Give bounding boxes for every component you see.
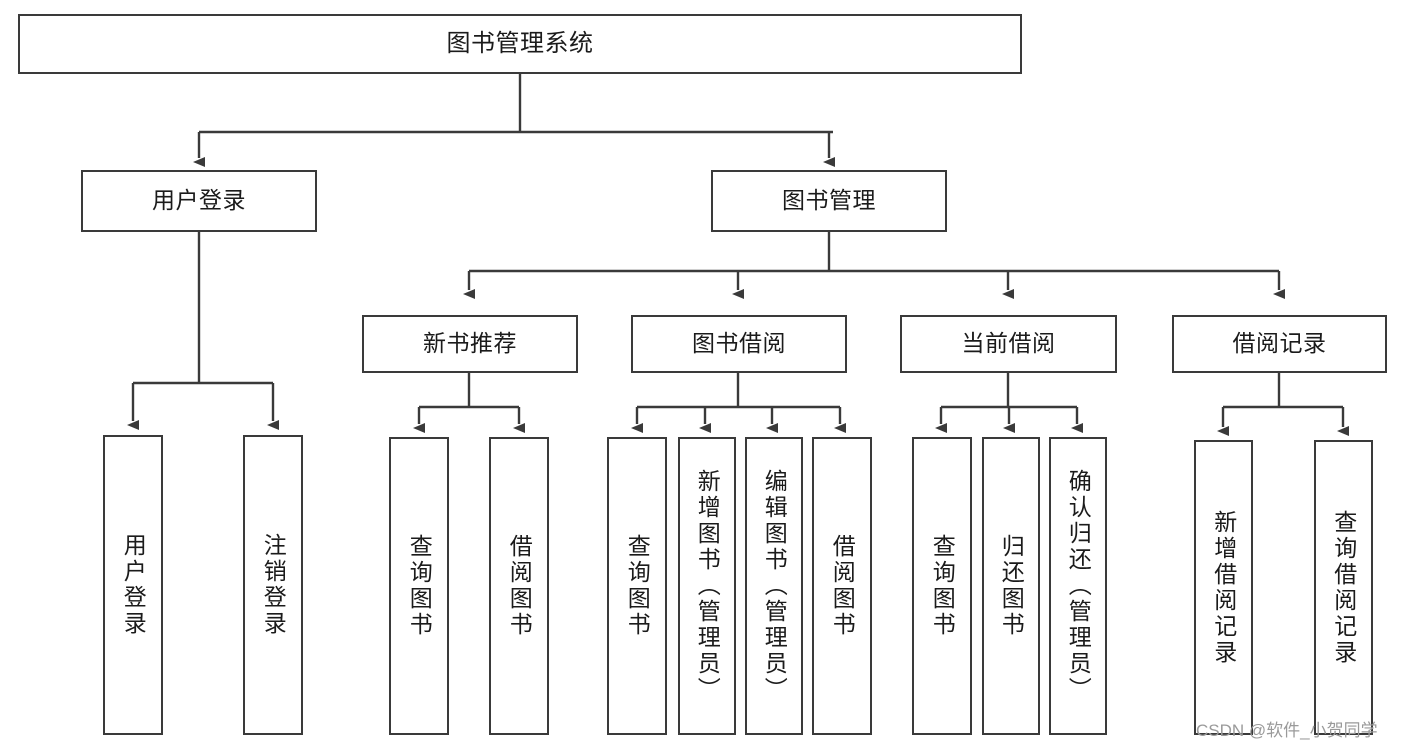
node-leaf-add-book-label: 新增图书（管理员） [694, 469, 721, 703]
node-leaf-query-book-2-label: 查询图书 [624, 534, 651, 638]
node-book-borrow[interactable]: 图书借阅 [631, 315, 847, 373]
node-book-manage-label: 图书管理 [782, 187, 876, 214]
node-root[interactable]: 图书管理系统 [18, 14, 1022, 74]
node-leaf-user-login[interactable]: 用户登录 [103, 435, 163, 735]
node-book-manage[interactable]: 图书管理 [711, 170, 947, 232]
node-leaf-confirm-return-label: 确认归还（管理员） [1065, 469, 1092, 703]
node-leaf-edit-book-label: 编辑图书（管理员） [761, 469, 788, 703]
node-leaf-query-record-label: 查询借阅记录 [1330, 509, 1357, 666]
node-leaf-borrow-book-2[interactable]: 借阅图书 [812, 437, 872, 735]
node-book-borrow-label: 图书借阅 [692, 330, 786, 357]
node-new-book-recommend[interactable]: 新书推荐 [362, 315, 578, 373]
node-borrow-record-label: 借阅记录 [1232, 330, 1327, 357]
node-current-borrow-label: 当前借阅 [961, 330, 1056, 357]
node-leaf-logout-login-label: 注销登录 [260, 533, 287, 637]
node-leaf-query-book-3-label: 查询图书 [929, 534, 956, 638]
node-leaf-add-book[interactable]: 新增图书（管理员） [678, 437, 736, 735]
node-leaf-borrow-book-2-label: 借阅图书 [829, 534, 856, 638]
node-leaf-logout-login[interactable]: 注销登录 [243, 435, 303, 735]
node-leaf-edit-book[interactable]: 编辑图书（管理员） [745, 437, 803, 735]
node-leaf-confirm-return[interactable]: 确认归还（管理员） [1049, 437, 1107, 735]
node-leaf-add-record[interactable]: 新增借阅记录 [1194, 440, 1253, 735]
node-leaf-query-book-1-label: 查询图书 [406, 534, 433, 638]
node-leaf-add-record-label: 新增借阅记录 [1210, 509, 1237, 666]
node-user-login-label: 用户登录 [152, 187, 246, 214]
node-leaf-return-book-label: 归还图书 [998, 534, 1025, 638]
node-root-label: 图书管理系统 [446, 29, 594, 57]
csdn-watermark: CSDN @软件_小贺同学 [1196, 721, 1378, 740]
node-leaf-return-book[interactable]: 归还图书 [982, 437, 1040, 735]
node-leaf-user-login-label: 用户登录 [120, 533, 147, 637]
node-leaf-borrow-book-1[interactable]: 借阅图书 [489, 437, 549, 735]
node-current-borrow[interactable]: 当前借阅 [900, 315, 1117, 373]
node-leaf-query-record[interactable]: 查询借阅记录 [1314, 440, 1373, 735]
node-borrow-record[interactable]: 借阅记录 [1172, 315, 1387, 373]
node-leaf-borrow-book-1-label: 借阅图书 [506, 534, 533, 638]
node-leaf-query-book-2[interactable]: 查询图书 [607, 437, 667, 735]
node-leaf-query-book-1[interactable]: 查询图书 [389, 437, 449, 735]
node-new-book-recommend-label: 新书推荐 [423, 330, 517, 357]
node-user-login[interactable]: 用户登录 [81, 170, 317, 232]
node-leaf-query-book-3[interactable]: 查询图书 [912, 437, 972, 735]
